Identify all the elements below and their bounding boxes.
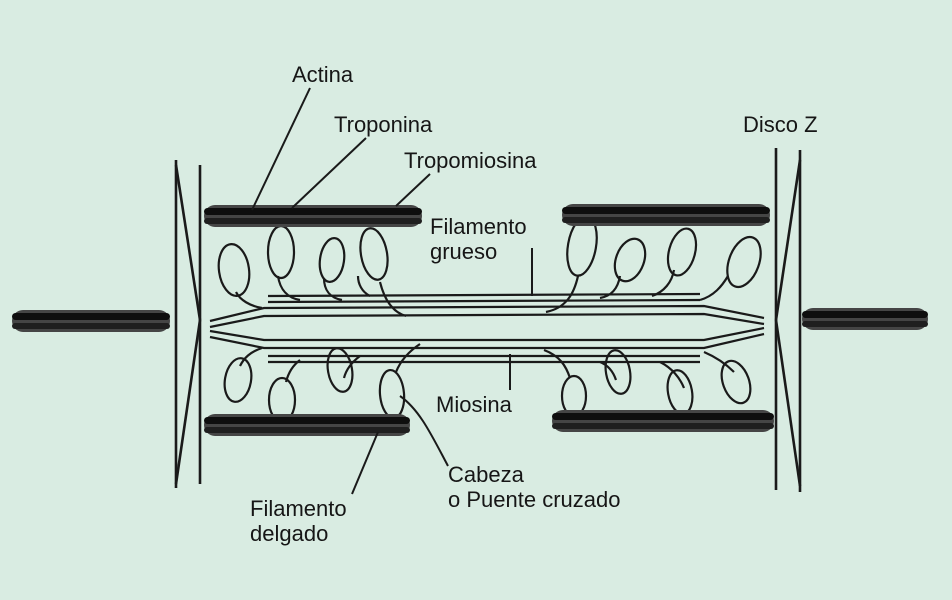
- label-filamento-delgado-line2: delgado: [250, 521, 329, 546]
- myosin-heads-upper-right: [545, 215, 762, 314]
- leader-lines: [251, 87, 533, 495]
- leader-actina: [251, 87, 311, 211]
- thin-filament-outer-right: [802, 308, 928, 330]
- leader-cabeza: [399, 395, 449, 467]
- z-disc-left: [174, 160, 202, 488]
- thin-filament-upper-left: [204, 205, 422, 227]
- label-cabeza-line1: Cabeza: [448, 462, 524, 487]
- label-filamento-grueso: Filamento grueso: [430, 214, 527, 264]
- label-actina: Actina: [292, 62, 354, 87]
- label-filamento-delgado-line1: Filamento: [250, 496, 347, 521]
- myosin-thick-filament: [209, 292, 765, 364]
- thin-filament-lower-right: [552, 410, 774, 432]
- label-cabeza: Cabeza o Puente cruzado: [448, 462, 620, 512]
- label-cabeza-line2: o Puente cruzado: [448, 487, 621, 512]
- label-filamento-grueso-line1: Filamento: [430, 214, 527, 239]
- label-filamento-delgado: Filamento delgado: [250, 496, 347, 546]
- leader-troponina: [291, 137, 367, 209]
- label-filamento-grueso-line2: grueso: [430, 239, 498, 264]
- leader-filamento-delgado: [351, 431, 379, 495]
- label-disco-z: Disco Z: [743, 112, 818, 137]
- thin-filament-lower-left: [204, 414, 410, 436]
- label-troponina: Troponina: [334, 112, 433, 137]
- thin-filament-upper-right: [562, 204, 770, 226]
- thin-filament-outer-left: [12, 310, 170, 332]
- leader-tropomiosina: [395, 173, 431, 207]
- label-miosina: Miosina: [436, 392, 512, 417]
- z-disc-right: [774, 148, 802, 492]
- label-tropomiosina: Tropomiosina: [404, 148, 537, 173]
- myosin-heads-lower-right: [543, 348, 752, 418]
